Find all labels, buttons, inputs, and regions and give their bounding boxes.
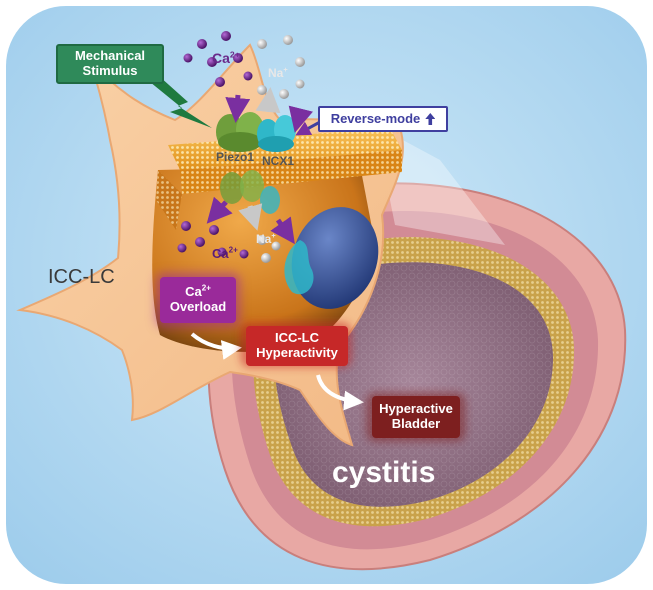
na-top-label: Na+ bbox=[268, 65, 288, 80]
icc-lc-label: ICC-LC bbox=[48, 266, 115, 288]
hyperactive-bladder-line2: Bladder bbox=[391, 416, 441, 431]
hyperactive-bladder-box: Hyperactive Bladder bbox=[372, 396, 460, 438]
ca-overload-line1: Ca2+ bbox=[185, 283, 211, 300]
ca-overload-box: Ca2+ Overload bbox=[160, 277, 236, 323]
nucleus bbox=[284, 207, 379, 309]
lightning-bolt-icon bbox=[150, 68, 212, 128]
hyperactivity-to-bladder-arrow bbox=[316, 374, 364, 411]
reverse-mode-label: Reverse-mode bbox=[330, 110, 421, 126]
mechanical-stimulus-line2: Stimulus bbox=[82, 63, 138, 78]
hyperactivity-box: ICC-LC Hyperactivity bbox=[246, 326, 348, 366]
hyperactive-bladder-line1: Hyperactive bbox=[379, 401, 453, 417]
ca-overload-line2: Overload bbox=[169, 299, 227, 314]
piezo1-inner-ca-arrow bbox=[206, 196, 233, 224]
up-arrow-icon bbox=[425, 113, 436, 125]
inner-na-arrow bbox=[238, 203, 263, 231]
ncx1-label: NCX1 bbox=[262, 154, 295, 168]
sodium-ions-intracellular bbox=[257, 235, 281, 263]
overload-to-hyperactivity-arrow bbox=[190, 332, 242, 360]
ca-inside-label: Ca2+ bbox=[212, 245, 238, 261]
hyperactivity-line1: ICC-LC bbox=[274, 330, 320, 346]
ncx1-inner-ca-arrow bbox=[270, 216, 295, 245]
ncx1-na-efflux-arrow bbox=[255, 87, 281, 114]
reverse-mode-pointer bbox=[295, 120, 321, 136]
zoom-cone bbox=[375, 125, 505, 245]
calcium-ions-extracellular bbox=[183, 31, 253, 87]
reverse-mode-box: Reverse-mode bbox=[318, 106, 448, 132]
na-inside-label: Na+ bbox=[256, 231, 276, 246]
ncx1-exchanger bbox=[257, 115, 296, 214]
piezo1-label: Piezo1 bbox=[216, 150, 255, 164]
calcium-ions-intracellular bbox=[177, 221, 249, 259]
hyperactivity-line2: Hyperactivity bbox=[256, 345, 338, 360]
cystitis-label: cystitis bbox=[332, 456, 436, 489]
piezo1-ca-influx-arrow bbox=[225, 94, 251, 123]
mechanical-stimulus-line1: Mechanical bbox=[74, 48, 146, 64]
ca-top-label: Ca2+ bbox=[212, 49, 240, 66]
mechanical-stimulus-box: Mechanical Stimulus bbox=[56, 44, 164, 84]
